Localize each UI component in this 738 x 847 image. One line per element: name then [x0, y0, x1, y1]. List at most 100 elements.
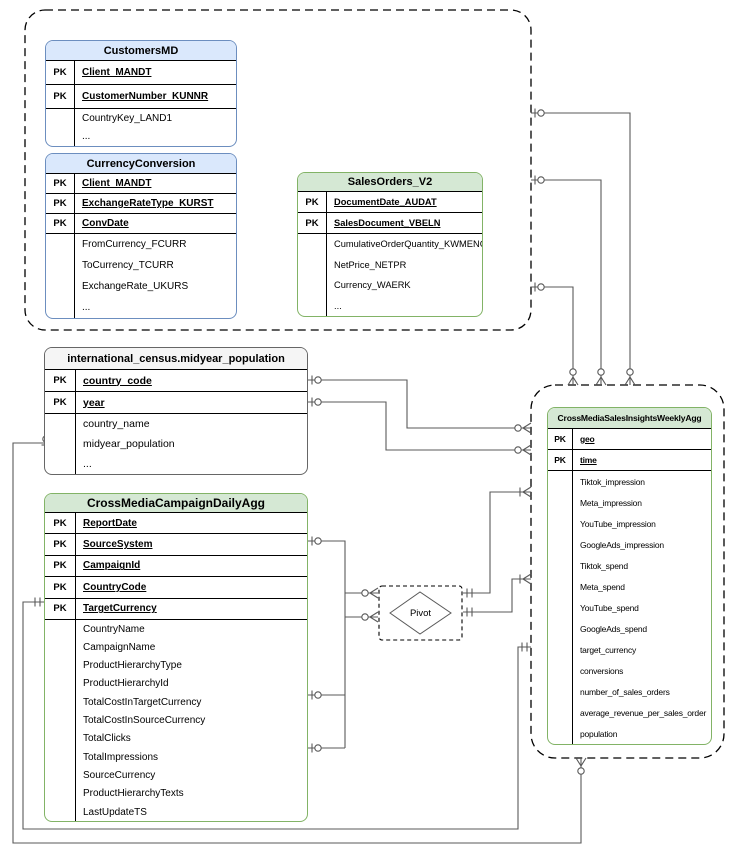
pk-badge-empty	[45, 748, 75, 766]
edge-census-country-code-to-weekly-geo	[308, 375, 532, 434]
column-name: year	[75, 392, 307, 413]
column-name: TotalClicks	[75, 729, 307, 749]
column-name: ConvDate	[74, 214, 236, 233]
pk-badge-empty	[46, 297, 74, 318]
source-tables-group-box[interactable]	[24, 9, 532, 331]
column-name: DocumentDate_AUDAT	[326, 192, 482, 212]
column-name: TotalCostInTargetCurrency	[75, 693, 307, 712]
column-name: population	[572, 723, 711, 744]
column-name: YouTube_spend	[572, 597, 711, 618]
pk-badge-empty	[45, 414, 75, 434]
pk-badge: PK	[53, 91, 67, 102]
pk-badge-empty	[45, 620, 75, 638]
pk-badge: PK	[53, 67, 67, 78]
column-name: CustomerNumber_KUNNR	[74, 85, 236, 108]
table-title: CurrencyConversion	[46, 154, 236, 174]
table-row: CampaignName	[45, 638, 307, 657]
pk-badge-empty	[298, 275, 326, 296]
pk-badge: PK	[53, 198, 67, 209]
edge-census-year-to-weekly-time	[308, 397, 532, 456]
table-title: CrossMediaSalesInsightsWeeklyAgg	[548, 408, 711, 429]
column-name: conversions	[572, 660, 711, 681]
weekly-agg-group-box[interactable]	[530, 384, 725, 759]
table-row: LastUpdateTS	[45, 802, 307, 822]
table-row: ...	[46, 127, 236, 147]
pk-badge-empty	[46, 234, 74, 255]
pk-badge: PK	[53, 397, 67, 408]
pk-badge: PK	[53, 517, 67, 529]
column-name: Client_MANDT	[74, 174, 236, 193]
pk-badge-empty	[548, 618, 572, 639]
table-row: GoogleAds_impression	[548, 534, 711, 555]
table-row: conversions	[548, 660, 711, 681]
pivot-diamond[interactable]	[389, 591, 452, 635]
table-row: population	[548, 723, 711, 744]
pk-badge: PK	[53, 581, 67, 593]
column-name: ReportDate	[75, 513, 307, 534]
column-name: Currency_WAERK	[326, 275, 482, 296]
column-name: target_currency	[572, 639, 711, 660]
pk-badge-empty	[298, 296, 326, 317]
table-title: CrossMediaCampaignDailyAgg	[45, 494, 307, 513]
pk-badge: PK	[305, 196, 319, 208]
column-name: Tiktok_spend	[572, 555, 711, 576]
table-row: ...	[46, 297, 236, 318]
table-row: CountryName	[45, 619, 307, 639]
column-name: ProductHierarchyId	[75, 674, 307, 694]
column-name: NetPrice_NETPR	[326, 254, 482, 275]
pk-badge: PK	[53, 560, 67, 572]
pk-badge-empty	[45, 454, 75, 474]
pk-badge-empty	[45, 657, 75, 675]
column-name: number_of_sales_orders	[572, 681, 711, 702]
pk-badge-empty	[548, 639, 572, 660]
column-name: ToCurrency_TCURR	[74, 255, 236, 276]
pk-badge-empty	[46, 128, 74, 147]
edge-sources-box-to-weekly-2	[531, 175, 607, 386]
table-row: PK DocumentDate_AUDAT	[298, 192, 482, 213]
column-name: average_revenue_per_sales_order	[572, 702, 711, 723]
column-name: FromCurrency_FCURR	[74, 234, 236, 255]
pk-badge: PK	[53, 375, 67, 386]
table-row: NetPrice_NETPR	[298, 254, 482, 276]
table-row: CountryKey_LAND1	[46, 109, 236, 128]
pivot-operator-box[interactable]	[378, 585, 463, 641]
column-name: SalesDocument_VBELN	[326, 213, 482, 233]
column-name: time	[572, 450, 711, 470]
column-name: geo	[572, 429, 711, 449]
column-name: ExchangeRateType_KURST	[74, 194, 236, 213]
column-name: ...	[75, 454, 307, 474]
edge-campaign-to-pivot	[308, 536, 379, 753]
table-row: PK CustomerNumber_KUNNR	[46, 85, 236, 109]
table-row: TotalClicks	[45, 729, 307, 749]
pk-badge-empty	[298, 234, 326, 255]
pk-badge-empty	[45, 711, 75, 729]
table-row: YouTube_impression	[548, 513, 711, 534]
column-name: TotalImpressions	[75, 748, 307, 767]
table-row: TotalCostInTargetCurrency	[45, 693, 307, 712]
table-row: number_of_sales_orders	[548, 681, 711, 702]
table-row: ToCurrency_TCURR	[46, 255, 236, 276]
table-row: PK ReportDate	[45, 513, 307, 535]
pk-badge-empty	[298, 255, 326, 276]
column-name: YouTube_impression	[572, 513, 711, 534]
table-row: TotalImpressions	[45, 748, 307, 767]
table-row: ProductHierarchyId	[45, 674, 307, 694]
edge-sources-box-to-weekly-3	[531, 282, 579, 386]
pk-badge-empty	[45, 785, 75, 803]
column-name: ...	[326, 295, 482, 316]
pk-badge-empty	[548, 597, 572, 618]
pk-badge-empty	[548, 723, 572, 744]
table-row: TotalCostInSourceCurrency	[45, 711, 307, 730]
table-row: FromCurrency_FCURR	[46, 234, 236, 255]
